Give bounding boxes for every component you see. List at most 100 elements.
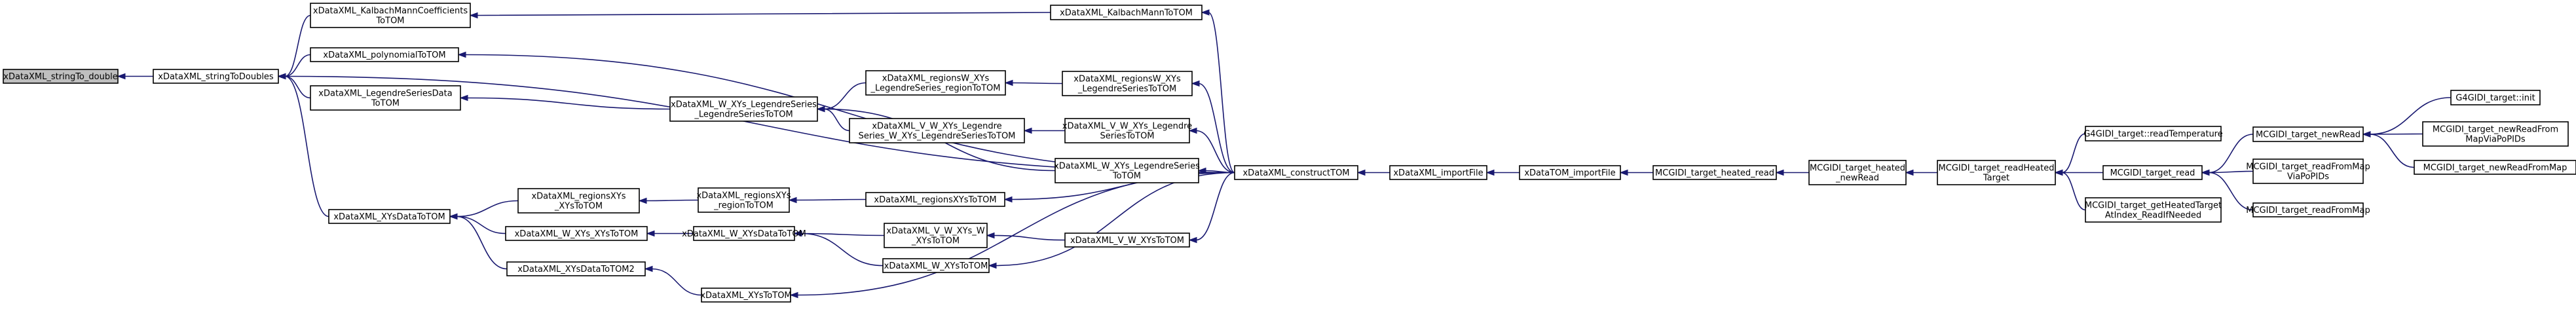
edge-n15-to-n10 <box>651 268 702 296</box>
node-label: xDataXML_stringTo_double <box>3 72 117 82</box>
edge-n23-to-n17 <box>1195 130 1235 174</box>
edge-n37-to-n32 <box>2369 134 2415 168</box>
node-label: xDataXML_KalbachMannToTOM <box>1060 9 1193 18</box>
node-label: SeriesToTOM <box>1100 132 1154 141</box>
node-box <box>849 118 1025 143</box>
node-xdataxml-xystotom[interactable]: xDataXML_XYsToTOM <box>700 288 792 303</box>
arrowhead-icon <box>1356 169 1366 176</box>
node-label: xDataXML_W_XYsToTOM <box>884 261 988 271</box>
node-mcgidi-target-heated-read[interactable]: MCGIDI_target_heated_read <box>1652 165 1777 180</box>
edge-n34-to-n30 <box>2208 172 2254 211</box>
edge-n21-to-n14 <box>800 233 884 267</box>
node-box <box>310 3 471 28</box>
node-box <box>669 96 818 122</box>
node-xdataxml-stringto-double[interactable]: xDataXML_stringTo_double <box>3 69 119 84</box>
edge-n11-to-n7 <box>823 82 867 110</box>
node-label: _LegendreSeriesToTOM <box>694 110 793 120</box>
node-xdataxml-regionsxystotom[interactable]: xDataXML_regionsXYsToTOM <box>865 192 1005 207</box>
node-xdataxml-regionsxys-regiontotom[interactable]: xDataXML_regionsXYs_regionToTOM <box>696 187 791 213</box>
arrowhead-icon <box>117 73 126 80</box>
node-xdataxml-importfile[interactable]: xDataXML_importFile <box>1389 165 1487 180</box>
node-xdataxml-w-xys-xystotom[interactable]: xDataXML_W_XYs_XYsToTOM <box>505 226 648 241</box>
node-xdataxml-xysdatatotom[interactable]: xDataXML_XYsDataToTOM <box>328 209 451 224</box>
node-mcgidi-target-heated-newread[interactable]: MCGIDI_target_heated_newRead <box>1808 160 1907 185</box>
node-xdataxml-regionsw-xys-legendreseriestotom[interactable]: xDataXML_regionsW_XYs_LegendreSeriesToTO… <box>1062 71 1193 96</box>
node-box <box>517 188 640 214</box>
node-label: xDataXML_W_XYs_LegendreSeries <box>671 100 817 110</box>
node-xdataxml-regionsxys-xystotom[interactable]: xDataXML_regionsXYs_XYsToTOM <box>517 188 640 214</box>
node-xdataxml-w-xys-legendreseriestotom[interactable]: xDataXML_W_XYs_LegendreSeriesToTOM <box>1054 158 1200 183</box>
node-label: MCGIDI_target_readFromMap <box>2246 206 2370 215</box>
node-xdataxml-v-w-xystotom[interactable]: xDataXML_V_W_XYsToTOM <box>1064 233 1190 248</box>
node-label: xDataXML_V_W_XYs_Legendre <box>872 122 1001 132</box>
node-label: MCGIDI_target_heated <box>1810 164 1905 174</box>
node-mcgidi-target-readfrommap[interactable]: MCGIDI_target_readFromMap <box>2246 202 2370 217</box>
arrowhead-icon <box>1485 169 1495 176</box>
node-xdataxml-w-xys-legendreseries-legendreseriestotom[interactable]: xDataXML_W_XYs_LegendreSeries_LegendreSe… <box>669 96 818 122</box>
node-label: _LegendreSeriesToTOM <box>1077 84 1176 94</box>
node-box <box>865 192 1005 207</box>
node-mcgidi-target-newread[interactable]: MCGIDI_target_newRead <box>2252 126 2364 142</box>
edge-n32-to-n30 <box>2208 134 2254 174</box>
node-xdataxml-constructtom[interactable]: xDataXML_constructTOM <box>1234 165 1358 180</box>
node-xdataxml-xysdatatotom2[interactable]: xDataXML_XYsDataToTOM2 <box>506 261 646 276</box>
arrowhead-icon <box>1003 196 1013 203</box>
node-mcgidi-target-newreadfrommap[interactable]: MCGIDI_target_newReadFromMap <box>2414 160 2576 175</box>
arrowhead-icon <box>459 94 468 102</box>
arrowhead-icon <box>793 230 802 237</box>
node-label: xDataXML_XYsToTOM <box>700 291 791 301</box>
node-label: MCGIDI_target_readHeated <box>1939 164 2055 174</box>
node-label: xDataXML_regionsW_XYs <box>1073 75 1181 84</box>
arrowhead-icon <box>646 230 655 237</box>
node-mcgidi-target-getheatedtargetatindex-readifneeded[interactable]: MCGIDI_target_getHeatedTargetAtIndex_Rea… <box>2085 197 2222 223</box>
node-mcgidi-target-read[interactable]: MCGIDI_target_read <box>2102 165 2203 180</box>
node-xdataxml-kalbachmanntotom[interactable]: xDataXML_KalbachMannToTOM <box>1050 5 1203 20</box>
node-box <box>505 226 648 241</box>
node-label: xDataXML_importFile <box>1393 168 1483 178</box>
node-xdataxml-polynomialtotom[interactable]: xDataXML_polynomialToTOM <box>310 47 459 62</box>
node-label: xDataXML_W_XYsDataToTOM <box>682 229 806 239</box>
node-g4gidi-target-readtemperature[interactable]: G4GIDI_target::readTemperature <box>2083 126 2223 141</box>
node-xdataxml-v-w-xys-legendreseriestotom[interactable]: xDataXML_V_W_XYs_LegendreSeriesToTOM <box>1062 118 1192 143</box>
node-box <box>701 288 791 303</box>
arrowhead-icon <box>1619 169 1628 176</box>
node-box <box>1389 165 1487 180</box>
node-box <box>310 47 459 62</box>
node-xdataxml-v-w-xys-w-xystotom[interactable]: xDataXML_V_W_XYs_W_XYsToTOM <box>884 223 988 248</box>
node-label: MCGIDI_target_newRead <box>2256 130 2361 140</box>
node-xdataxml-stringtodoubles[interactable]: xDataXML_stringToDoubles <box>153 69 279 84</box>
arrowhead-icon <box>1905 169 1914 176</box>
node-box <box>3 69 119 84</box>
node-g4gidi-target-init[interactable]: G4GIDI_target::init <box>2450 90 2541 105</box>
node-label: xDataXML_constructTOM <box>1242 168 1349 178</box>
node-xdataxml-regionsw-xys-legendreseries-regiontotom[interactable]: xDataXML_regionsW_XYs_LegendreSeries_reg… <box>865 70 1006 96</box>
node-box <box>2252 159 2364 184</box>
edge-n6-to-n2 <box>476 12 1051 16</box>
node-label: xDataXML_regionsXYs <box>531 192 625 202</box>
edge-n23-to-n6 <box>1208 12 1235 174</box>
node-box <box>2422 121 2569 147</box>
edge-n23-to-n16 <box>1198 83 1235 174</box>
node-label: MCGIDI_target_readFromMap <box>2246 162 2370 172</box>
node-label: xDataXML_XYsDataToTOM <box>333 212 445 222</box>
node-label: _XYsToTOM <box>911 236 960 246</box>
arrowhead-icon <box>1191 80 1200 87</box>
arrowhead-icon <box>1188 236 1197 244</box>
node-box <box>1519 165 1621 180</box>
node-xdataxml-w-xystotom[interactable]: xDataXML_W_XYsToTOM <box>882 258 990 273</box>
node-box <box>1234 165 1358 180</box>
arrowhead-icon <box>1023 127 1032 134</box>
node-label: xDataXML_XYsDataToTOM2 <box>517 265 635 274</box>
edge-n2-to-n1 <box>284 14 311 77</box>
arrowhead-icon <box>789 291 798 299</box>
edge-n22-to-n20 <box>993 234 1066 241</box>
node-xdataxml-v-w-xys-legendreseries-w-xys-legendreseriestotom[interactable]: xDataXML_V_W_XYs_LegendreSeries_W_XYs_Le… <box>849 118 1025 143</box>
node-xdataxml-w-xysdatatotom[interactable]: xDataXML_W_XYsDataToTOM <box>682 226 806 241</box>
edge-n36-to-n32 <box>2369 133 2423 135</box>
node-xdatatom-importfile[interactable]: xDataTOM_importFile <box>1519 165 1621 180</box>
